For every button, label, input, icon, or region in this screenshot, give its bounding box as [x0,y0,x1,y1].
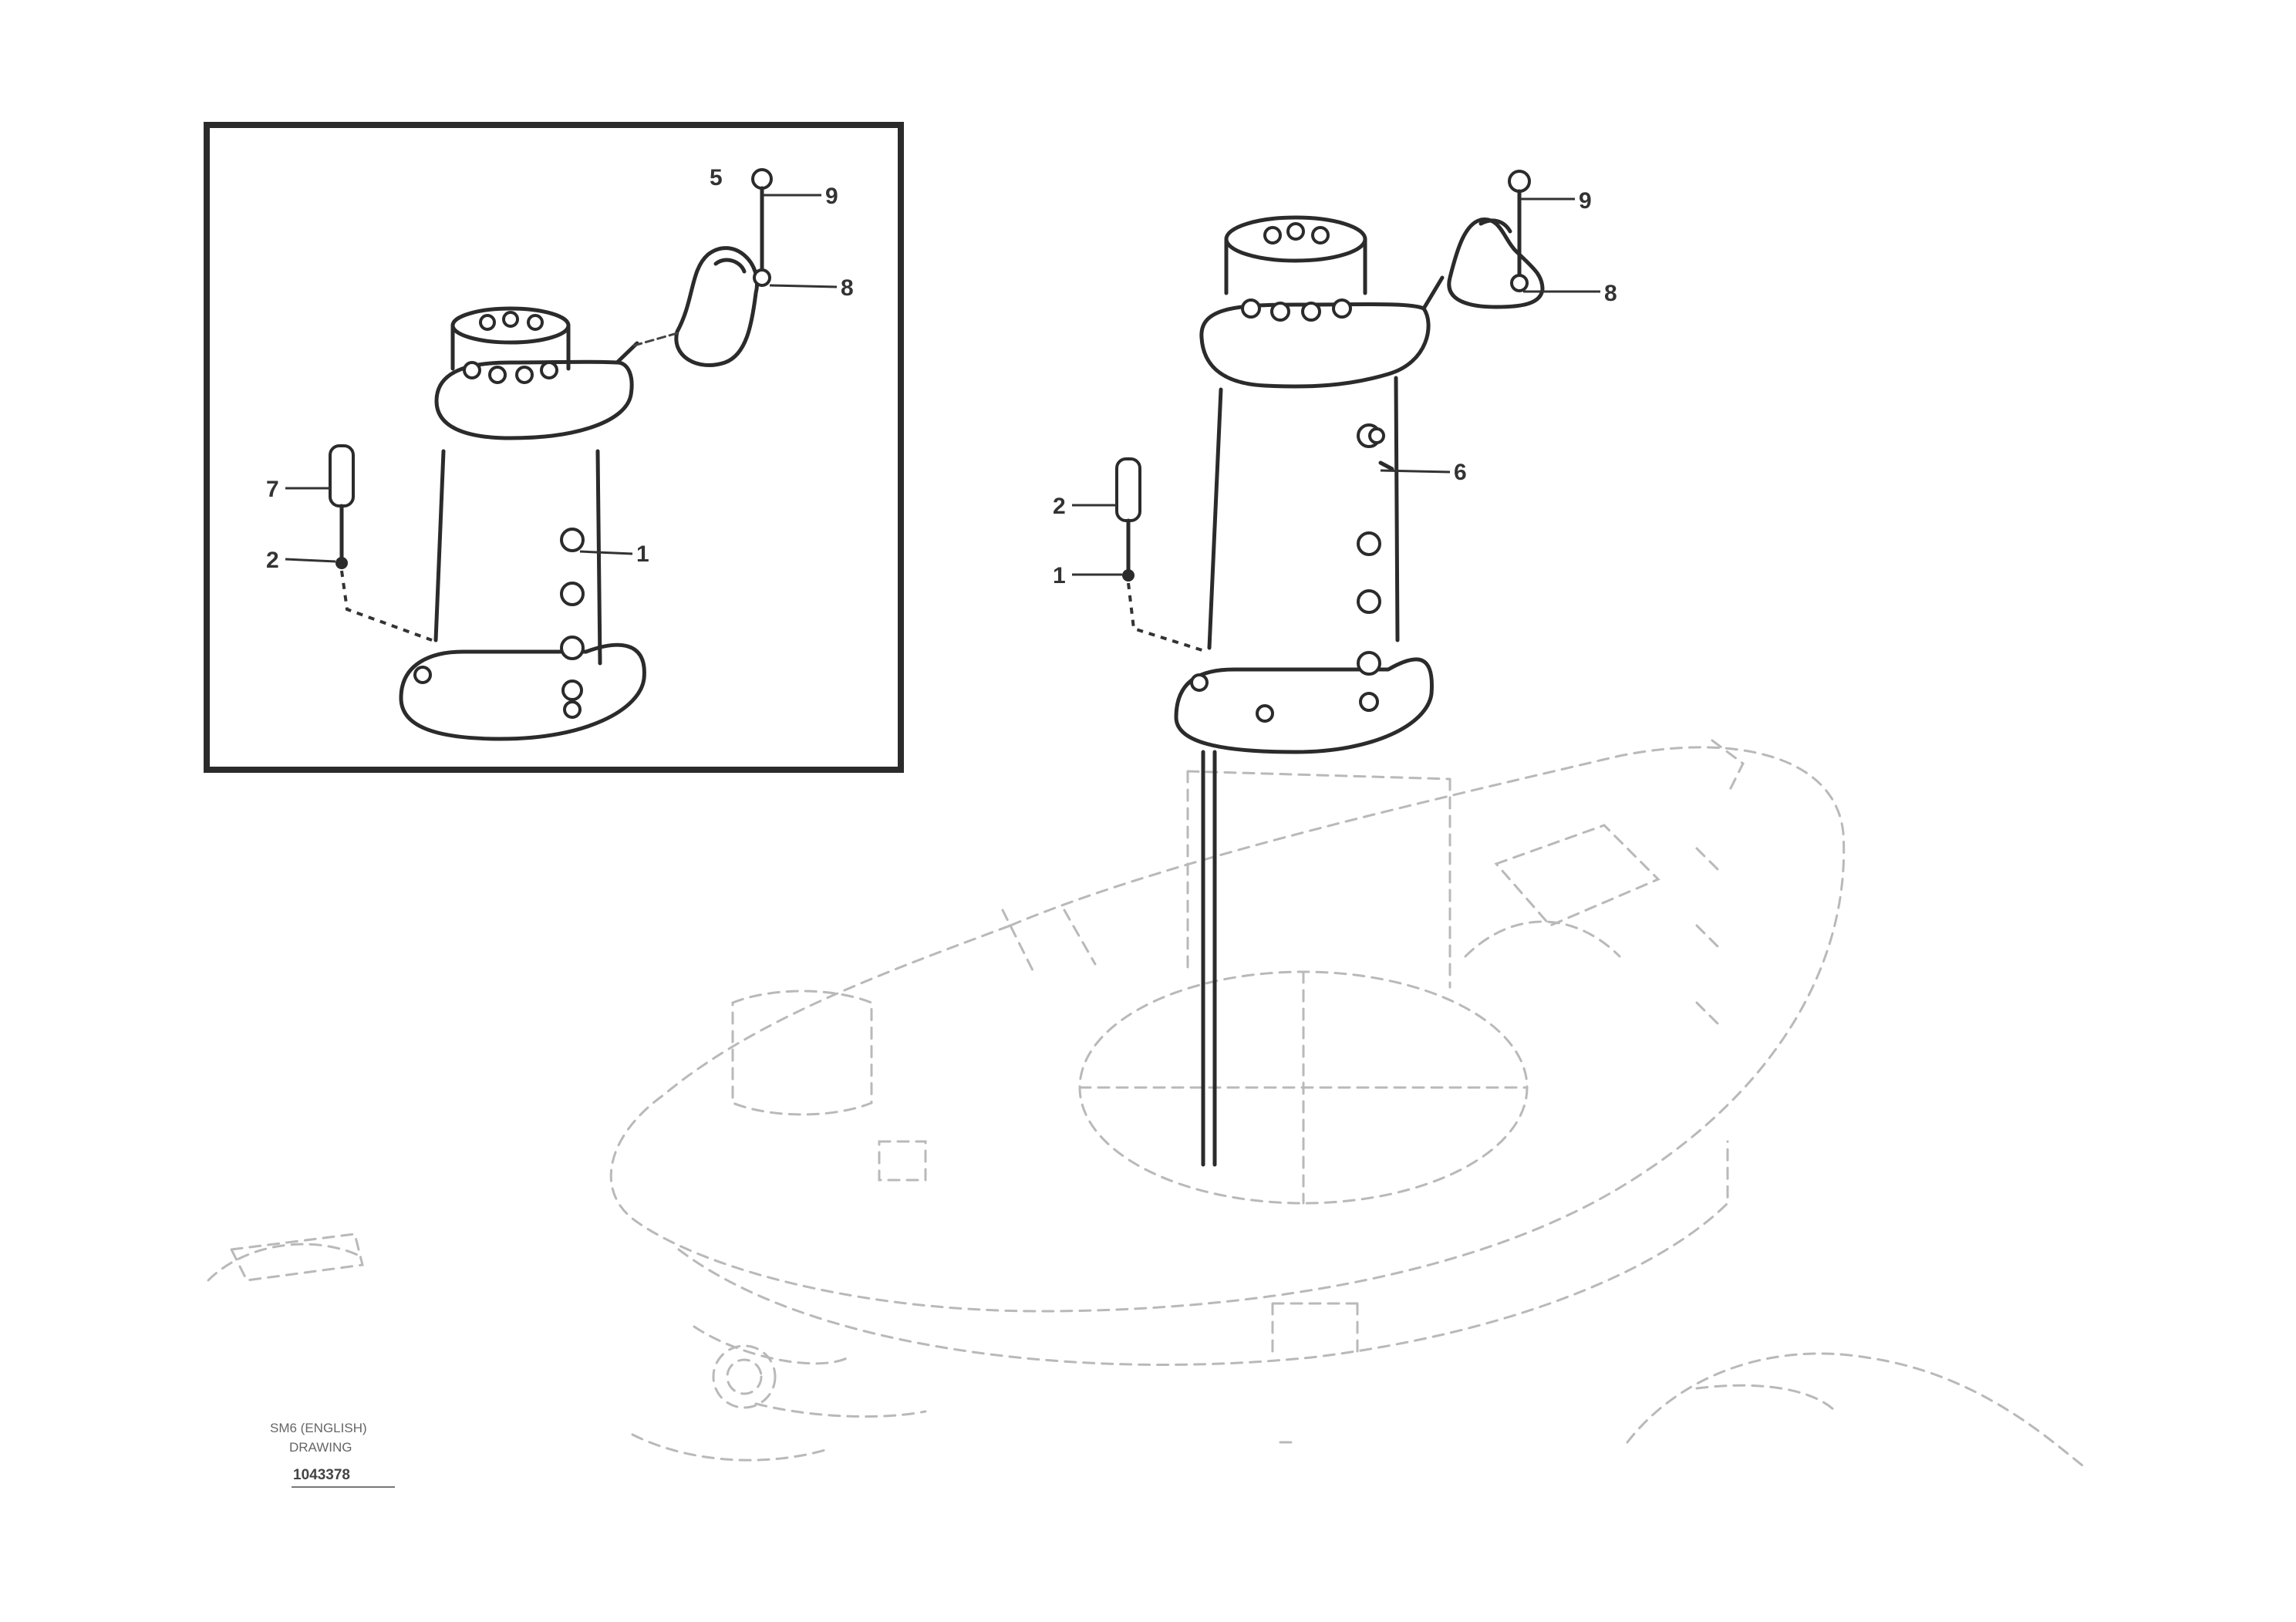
callout-6: 6 [1454,460,1467,485]
main-swivel-joint [1174,215,1445,1167]
callout-1: 1 [636,541,649,567]
main-leaders [1072,197,1600,576]
callout-1: 1 [1053,563,1066,588]
reference-code: 1043378 [293,1467,350,1483]
callout-5: 5 [710,165,723,191]
inset-swivel-joint [399,306,646,741]
callout-9: 9 [825,184,838,209]
callout-7: 7 [266,477,279,502]
inset-callouts: 9 8 7 2 1 5 [266,165,854,573]
callout-9: 9 [1579,188,1592,214]
callout-8: 8 [841,275,854,301]
main-bracket [1447,218,1545,309]
callout-2: 2 [266,548,279,573]
main-view: 9 8 6 2 1 [207,170,2084,1467]
reference-block: SM6 (ENGLISH) DRAWING 1043378 [270,1421,395,1488]
inset-leaders [285,194,838,563]
inset-hardware [329,168,773,642]
inset-frame [204,122,904,773]
reference-line-1: SM6 (ENGLISH) [270,1421,367,1435]
reference-line-2: DRAWING [289,1440,352,1455]
inset-bracket [632,246,759,367]
callout-8: 8 [1604,281,1617,306]
callout-2: 2 [1053,494,1066,519]
upper-frame-background [207,739,2084,1467]
inset-detail: 9 8 7 2 1 5 [204,122,904,773]
main-hardware [1115,170,1531,653]
main-callouts: 9 8 6 2 1 [1053,188,1617,588]
